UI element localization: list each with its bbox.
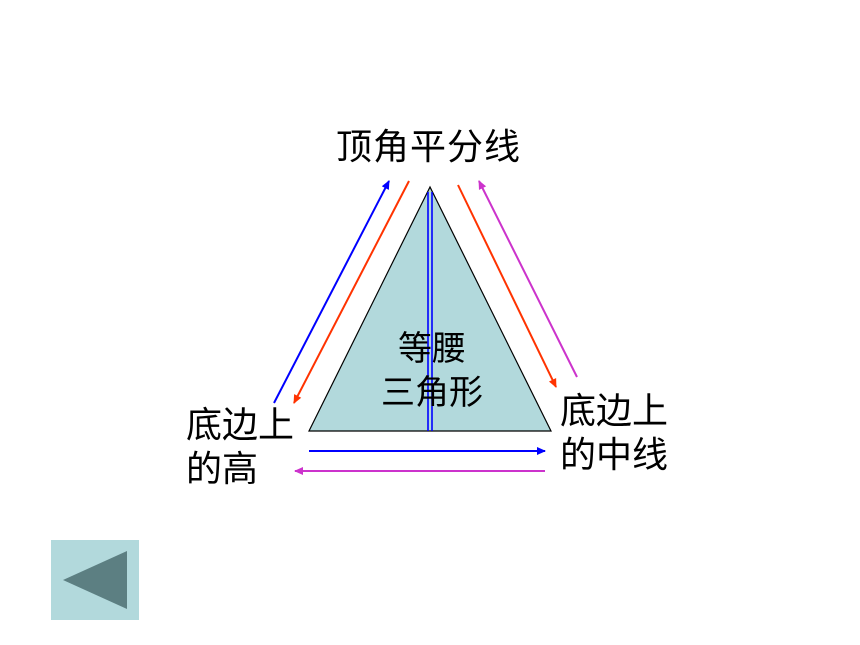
label-base-median-line1: 底边上 xyxy=(560,391,669,432)
triangle-title-line1: 等腰 xyxy=(398,329,466,369)
arrow-median-to-bisector xyxy=(478,180,578,378)
label-base-height-line2: 的高 xyxy=(186,449,259,490)
arrow-bisector-to-height xyxy=(293,180,410,404)
triangle-title-line2: 三角形 xyxy=(381,373,483,413)
arrow-bisector-to-median xyxy=(457,184,557,388)
label-base-height-line1: 底边上 xyxy=(186,405,295,446)
arrow-height-to-bisector xyxy=(273,180,390,404)
isosceles-triangle xyxy=(308,185,552,432)
label-base-height: 底边上 的高 xyxy=(186,404,294,492)
label-base-median-line2: 的中线 xyxy=(560,435,669,476)
label-apex-bisector: 顶角平分线 xyxy=(336,127,522,168)
triangle-left-icon xyxy=(51,540,139,620)
label-base-median: 底边上 的中线 xyxy=(560,390,668,478)
back-button[interactable] xyxy=(51,540,139,620)
